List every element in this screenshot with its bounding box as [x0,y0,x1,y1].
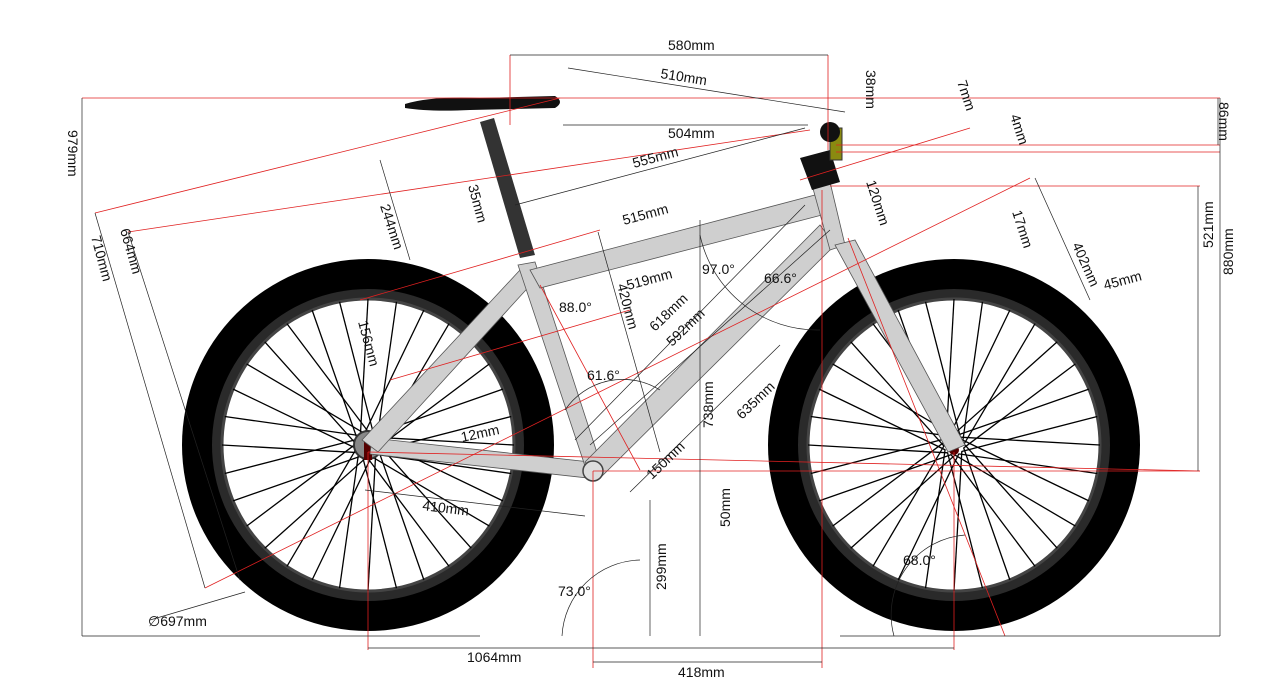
label-120: 120mm [863,178,893,227]
label-515: 515mm [621,200,670,228]
spoke [364,454,450,567]
label-61-angle: 61.6° [587,367,620,383]
spoke [359,298,369,439]
spoke [962,301,984,441]
bike-frame [361,96,966,482]
spoke [832,441,945,527]
spoke [952,341,1058,436]
spoke [376,301,398,441]
label-555: 555mm [631,143,680,171]
spoke [897,453,960,581]
reference-lines [82,55,1220,668]
spoke [232,454,366,502]
spoke [948,309,1011,437]
spoke [362,309,425,437]
spoke [961,415,1098,453]
spoke [956,388,1090,436]
spoke [246,441,359,527]
spoke [962,439,1090,502]
spoke [367,451,377,592]
spoke [946,452,984,589]
spoke [810,415,950,437]
dimension-lines [81,54,1221,663]
label-73-angle: 73.0° [558,583,591,599]
fork [834,239,966,453]
label-402: 402mm [1069,240,1103,289]
spoke [958,453,1098,475]
label-880: 880mm [1220,228,1236,275]
label-wheel-diameter: ∅697mm [148,613,207,629]
label-97-angle: 97.0° [702,261,735,277]
spoke [224,437,361,475]
seatpost [480,118,535,258]
spoke [338,449,360,589]
rear-dropout [364,440,372,460]
spoke [924,449,946,589]
label-50: 50mm [717,488,733,527]
spoke [377,447,425,581]
spoke [286,323,372,436]
label-86: 86mm [1216,102,1232,141]
spoke [872,445,945,567]
label-738: 738mm [700,381,716,428]
spoke [232,388,360,451]
label-68-angle: 68.0° [903,552,936,568]
spoke [221,444,362,454]
label-7: 7mm [954,78,979,113]
spoke [338,301,376,438]
spoke [960,436,1101,446]
spoke [953,451,963,592]
spoke [810,437,947,475]
label-664: 664mm [117,226,145,275]
spoke [963,363,1076,449]
spoke [377,363,490,449]
label-299: 299mm [653,543,669,590]
spoke [374,436,515,446]
spoke [360,452,398,589]
label-418: 418mm [678,664,725,680]
spoke [818,388,946,451]
spoke [850,341,945,447]
label-504: 504mm [668,125,715,141]
label-979: 979mm [65,130,81,177]
spoke [246,363,368,436]
label-88-angle: 88.0° [559,299,592,315]
label-17: 17mm [1009,208,1036,250]
spoke [224,415,364,437]
spoke [850,454,956,549]
label-38: 38mm [863,70,879,109]
label-35: 35mm [465,183,491,225]
label-510: 510mm [660,65,709,88]
spoke [963,447,1011,581]
label-wheelbase: 1064mm [467,649,521,665]
spoke [963,323,1036,445]
saddle [405,96,560,111]
spoke [954,454,1076,527]
rear-spokes [221,298,515,592]
spoke [950,454,1036,567]
spoke [264,341,359,447]
label-head-angle: 66.6° [764,270,797,286]
spoke [818,454,952,502]
spoke [924,301,962,438]
handlebar [820,122,840,142]
spoke [311,309,359,443]
spoke [377,443,472,549]
label-710: 710mm [88,234,116,283]
spoke [368,454,490,527]
label-244: 244mm [377,202,407,251]
spoke [807,444,948,454]
spoke [264,454,370,549]
spoke [311,453,374,581]
label-4: 4mm [1007,112,1032,147]
label-12: 12mm [459,421,500,445]
spoke [286,445,359,567]
spoke [963,443,1058,549]
label-521: 521mm [1200,201,1216,248]
label-45: 45mm [1102,267,1144,293]
label-410: 410mm [422,497,470,519]
label-580: 580mm [668,37,715,53]
label-150: 150mm [643,438,688,482]
